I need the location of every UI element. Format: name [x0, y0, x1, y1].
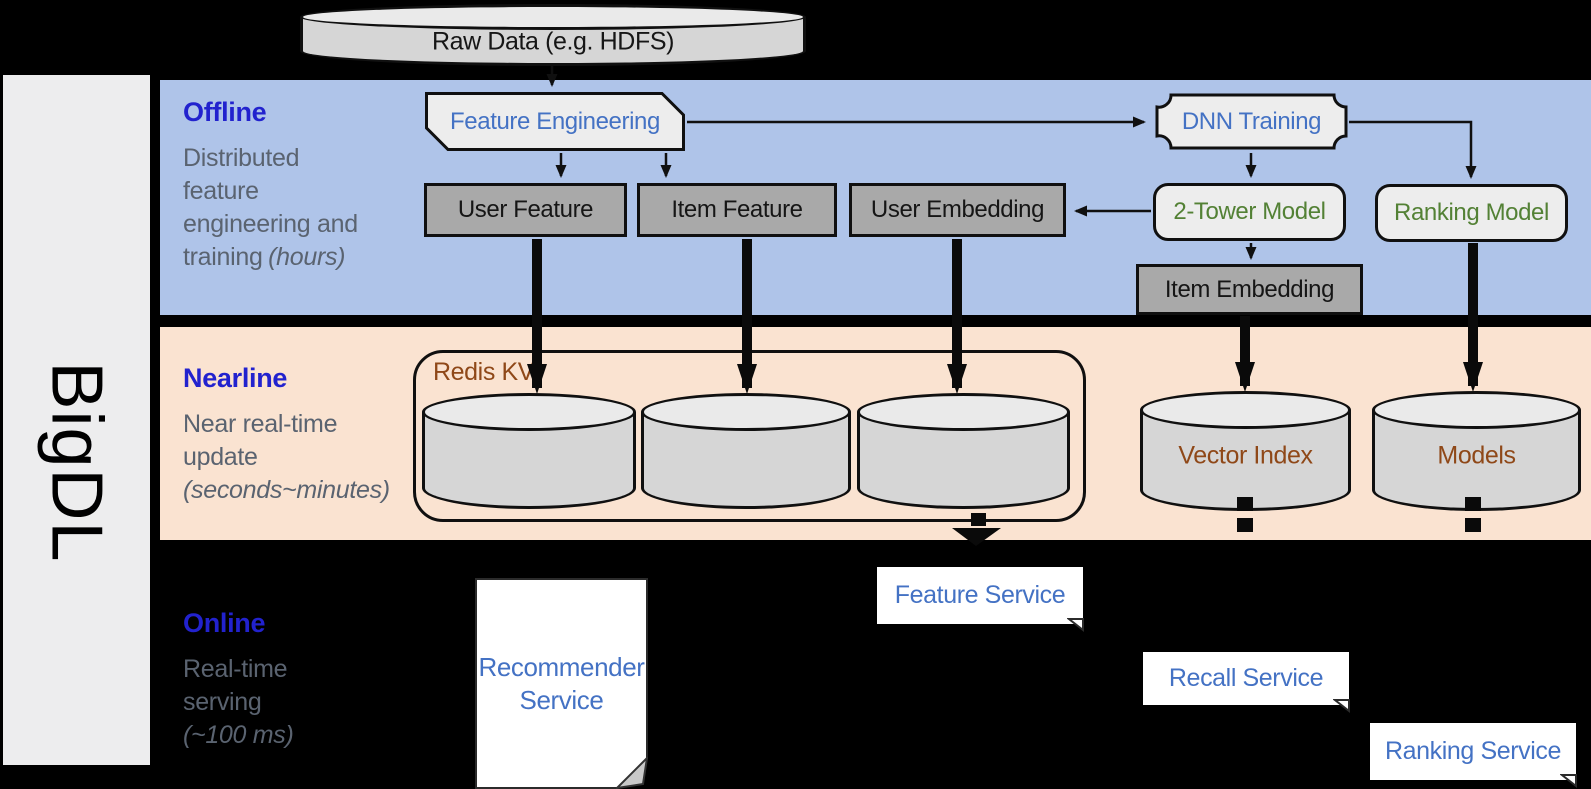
document-paper: Recommender Service [477, 580, 646, 787]
bigdl-logo-text: BigDL [36, 361, 117, 563]
offline-desc-hours: (hours) [268, 243, 346, 271]
feature-engineering-label: Feature Engineering [450, 107, 660, 135]
feature-service-node: Feature Service [877, 567, 1084, 633]
user-feature-node: User Feature [424, 183, 627, 237]
nearline-title: Nearline [183, 363, 288, 393]
offline-description: Distributed feature engineering and trai… [183, 142, 358, 274]
recall-service-label: Recall Service [1168, 664, 1324, 692]
nearline-description: Near real-time update (seconds~minutes) [183, 408, 390, 507]
vector-index-store: Vector Index [1140, 391, 1351, 511]
user-feature-label: User Feature [457, 196, 594, 223]
item-feature-label: Item Feature [671, 196, 803, 223]
cylinder-top [641, 393, 851, 431]
ranking-service-label: Ranking Service [1384, 737, 1562, 765]
ranking-model-node: Ranking Model [1375, 184, 1568, 242]
models-store: Models [1372, 391, 1581, 511]
offline-desc-line: training(hours) [183, 241, 358, 274]
online-description: Real-time serving (~100 ms) [183, 653, 294, 752]
user-embedding-node: User Embedding [849, 183, 1066, 237]
redis-cylinder-2 [641, 393, 851, 509]
feature-service-label: Feature Service [894, 581, 1066, 609]
clipped-corner-shape [425, 92, 685, 151]
dnn-training-label: DNN Training [1181, 107, 1322, 135]
offline-desc-tail: training [183, 243, 263, 271]
two-tower-model-node: 2-Tower Model [1153, 183, 1346, 241]
cylinder-top [1140, 391, 1351, 429]
folded-corner-icon [1560, 774, 1577, 789]
ranking-service-node: Ranking Service [1370, 723, 1577, 789]
online-desc-latency: (~100 ms) [183, 721, 294, 749]
folded-corner-icon [1333, 699, 1350, 714]
online-desc-line: Real-time [183, 655, 288, 683]
nearline-desc-latency: (seconds~minutes) [183, 476, 390, 504]
cylinder-top [300, 4, 806, 30]
bigdl-sidebar: BigDL [3, 75, 150, 765]
item-feature-node: Item Feature [637, 183, 837, 237]
cylinder-top [857, 393, 1070, 431]
folded-corner-icon [616, 757, 648, 789]
offline-desc-line: Distributed [183, 144, 300, 172]
online-title: Online [183, 608, 266, 638]
redis-kv-label: Redis KV [433, 358, 535, 386]
cylinder-top [422, 393, 636, 431]
folded-corner-icon [1067, 618, 1084, 633]
cylinder-top [1372, 391, 1581, 429]
nearline-desc-line: update [183, 443, 258, 471]
plaque-shape [1155, 93, 1348, 150]
two-tower-model-label: 2-Tower Model [1173, 198, 1326, 225]
user-embedding-label: User Embedding [870, 196, 1045, 223]
item-embedding-label: Item Embedding [1164, 275, 1335, 303]
recommender-service-node: Recommender Service [475, 578, 648, 789]
offline-desc-line: engineering and [183, 210, 358, 238]
item-embedding-node: Item Embedding [1136, 264, 1363, 315]
recommender-service-label: Recommender Service [478, 651, 645, 715]
vector-index-label: Vector Index [1178, 441, 1313, 470]
redis-cylinder-3 [857, 393, 1070, 509]
dnn-training-node: DNN Training [1155, 93, 1348, 150]
online-desc-line: serving [183, 688, 262, 716]
recall-service-node: Recall Service [1143, 652, 1350, 714]
models-label: Models [1437, 441, 1516, 470]
ranking-model-label: Ranking Model [1394, 199, 1549, 226]
offline-desc-line: feature [183, 177, 259, 205]
raw-data-store: Raw Data (e.g. HDFS) [300, 4, 806, 66]
raw-data-label: Raw Data (e.g. HDFS) [431, 27, 675, 56]
offline-title: Offline [183, 97, 267, 127]
nearline-desc-line: Near real-time [183, 410, 338, 438]
feature-engineering-node: Feature Engineering [425, 92, 685, 151]
redis-cylinder-1 [422, 393, 636, 509]
